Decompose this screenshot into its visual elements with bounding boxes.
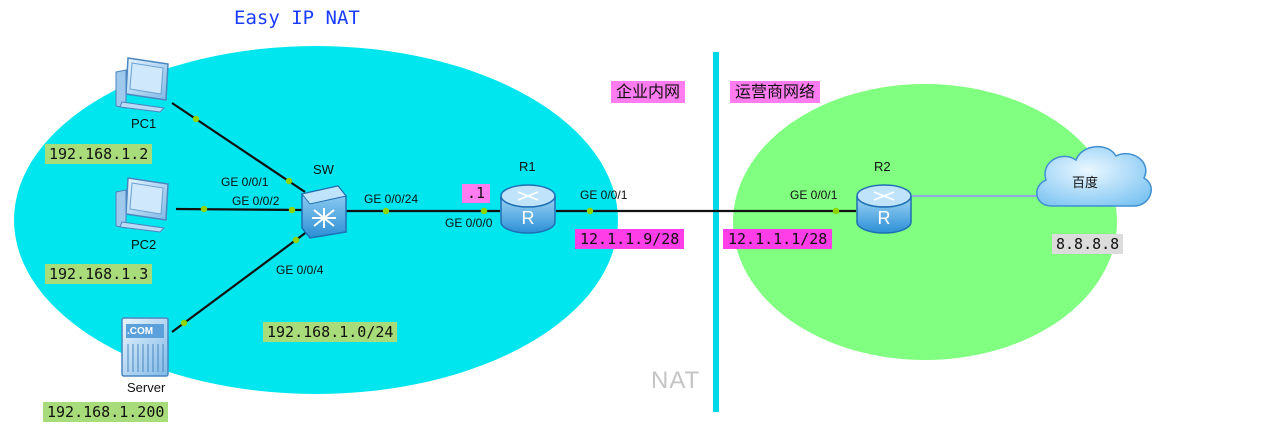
port-dot	[382, 207, 390, 215]
sw-label: SW	[313, 162, 334, 177]
port-label-sw-server: GE 0/0/4	[276, 263, 324, 277]
port-label-r1-wan: GE 0/0/1	[580, 188, 628, 202]
port-label-sw-pc1: GE 0/0/1	[221, 175, 269, 189]
internet-ip-address: 8.8.8.8	[1052, 234, 1124, 254]
isp-network-zone-label: 运营商网络	[730, 81, 821, 103]
port-dot	[200, 205, 208, 213]
pc2-ip-address: 192.168.1.3	[45, 264, 153, 284]
cloud-label: 百度	[1072, 176, 1099, 191]
router-r1-icon[interactable]: R	[500, 184, 556, 234]
port-dot	[292, 236, 300, 244]
port-label-r1-lan: GE 0/0/0	[445, 216, 493, 230]
nat-label: NAT	[651, 367, 701, 394]
internal-network-zone-label: 企业内网	[611, 81, 686, 103]
server-icon[interactable]	[121, 317, 169, 377]
port-dot	[832, 207, 840, 215]
link-pc2-sw	[175, 207, 306, 212]
server-label: Server	[127, 380, 166, 395]
pc1-ip-address: 192.168.1.2	[45, 144, 153, 164]
r2-label: R2	[874, 159, 891, 174]
isp-network-zone	[733, 84, 1117, 360]
link-server-sw	[171, 227, 313, 333]
port-dot	[192, 115, 200, 123]
r2-wan-ip-address: 12.1.1.1/28	[723, 229, 833, 249]
pc2-computer-icon[interactable]	[115, 177, 169, 233]
r1-gateway-address: .1	[462, 184, 491, 203]
port-label-sw-pc2: GE 0/0/2	[232, 194, 280, 208]
port-dot	[480, 207, 488, 215]
pc1-computer-icon[interactable]	[115, 57, 169, 113]
port-dot	[586, 207, 594, 215]
svg-text:R: R	[522, 208, 535, 228]
port-dots	[180, 115, 840, 327]
pc2-label: PC2	[131, 237, 157, 252]
port-label-r2-wan: GE 0/0/1	[790, 188, 838, 202]
port-label-sw-r1: GE 0/0/24	[364, 192, 419, 206]
server-ip-address: 192.168.1.200	[43, 402, 169, 422]
router-r2-icon[interactable]: R	[856, 184, 912, 234]
pc1-label: PC1	[131, 116, 157, 131]
lan-subnet-address: 192.168.1.0/24	[263, 322, 398, 342]
internet-cloud-icon[interactable]	[1036, 146, 1152, 207]
diagram-title: Easy IP NAT	[234, 7, 360, 29]
port-dot	[288, 206, 296, 214]
switch-icon[interactable]	[301, 185, 347, 239]
port-dot	[180, 319, 188, 327]
server-screen-text: .COM	[127, 326, 154, 337]
port-dot	[285, 177, 293, 185]
r1-label: R1	[519, 159, 536, 174]
svg-text:R: R	[878, 208, 891, 228]
r1-wan-ip-address: 12.1.1.9/28	[575, 229, 685, 249]
links	[171, 102, 856, 333]
